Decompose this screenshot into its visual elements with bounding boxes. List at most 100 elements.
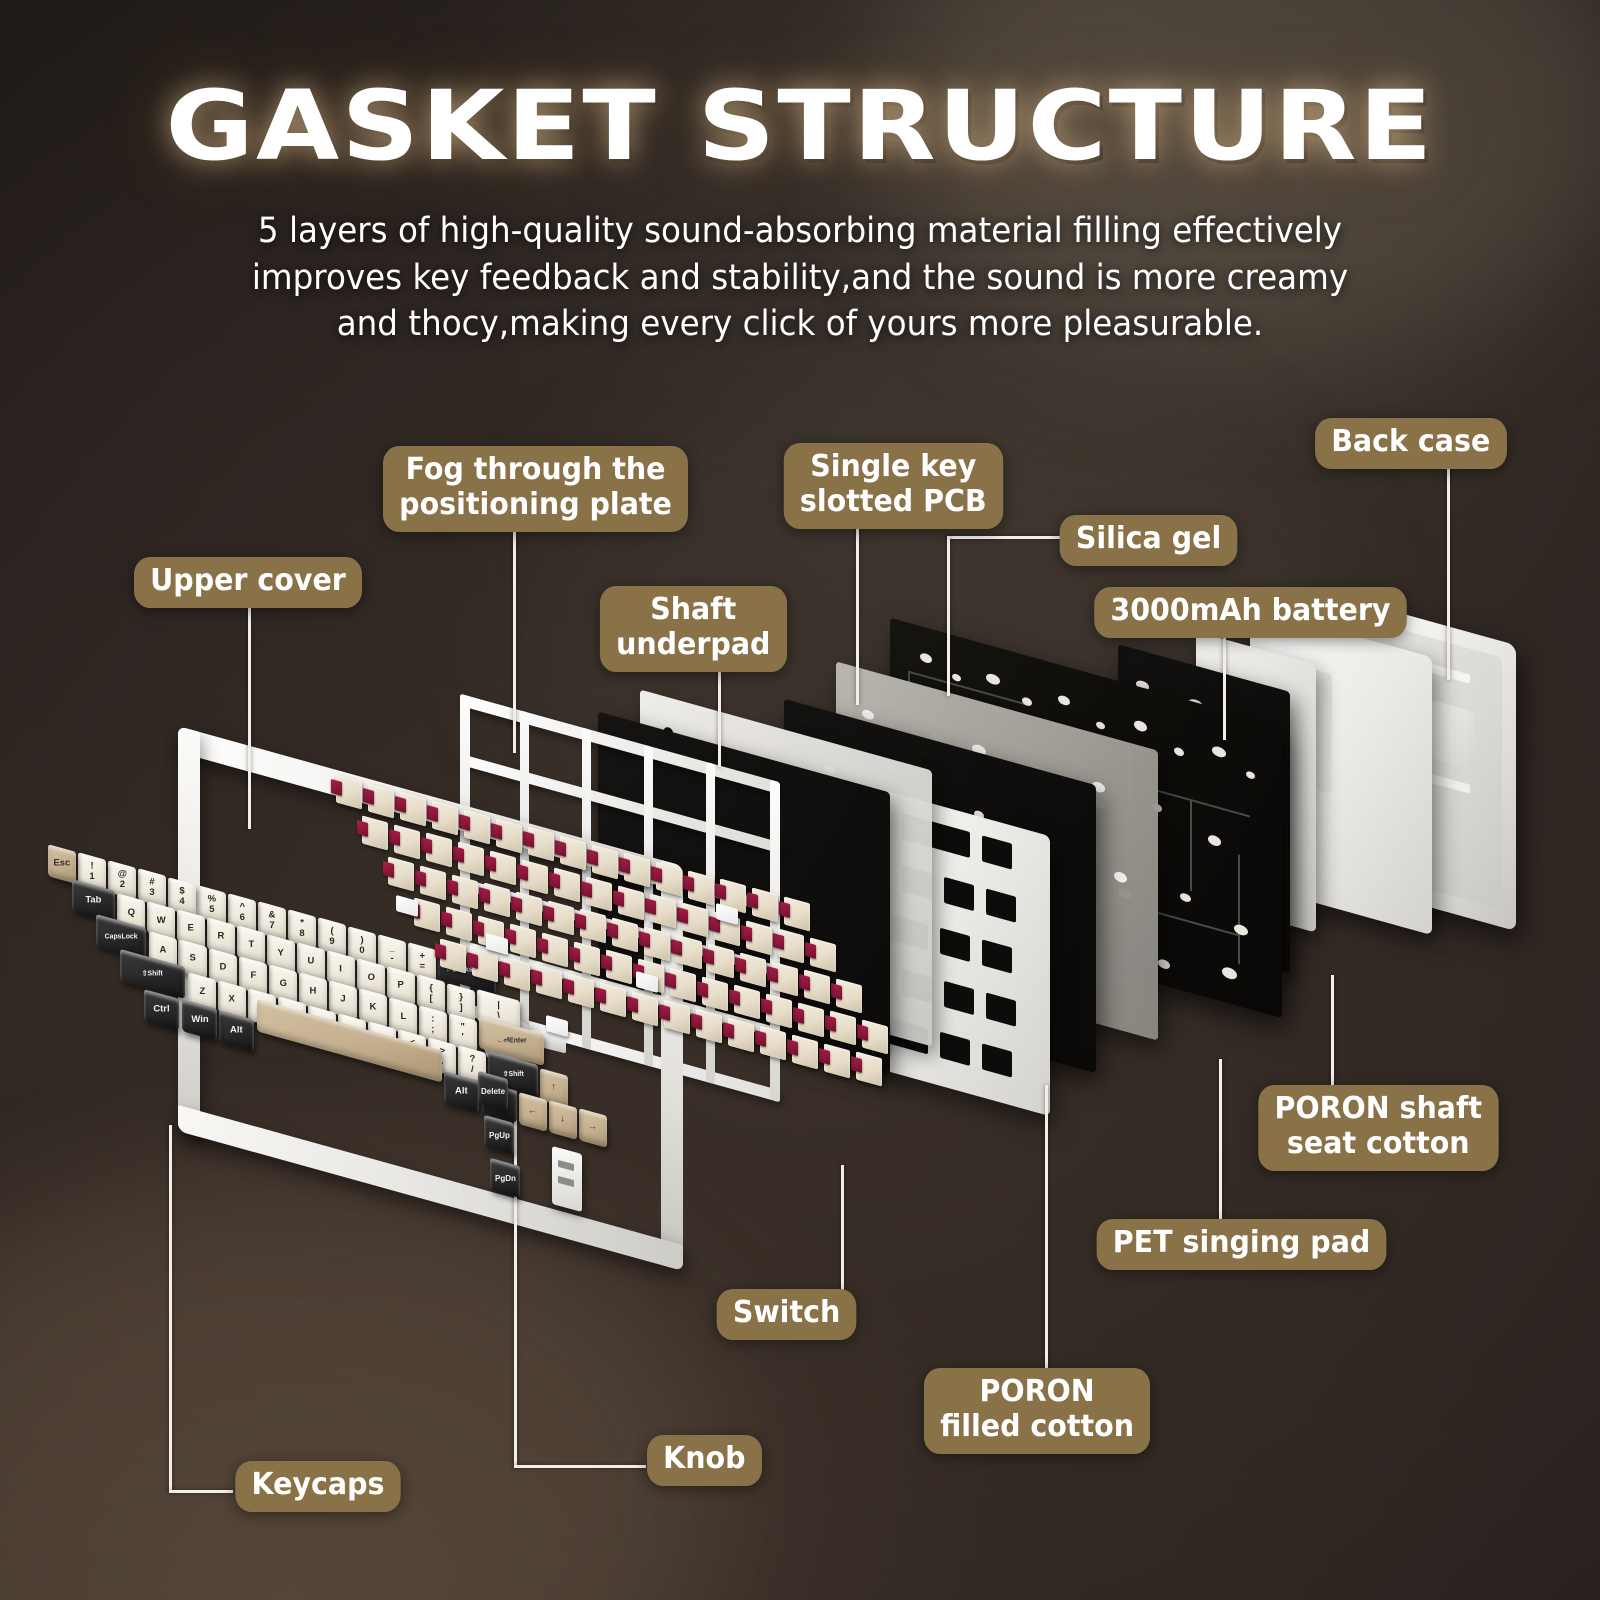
label-upper-cover[interactable]: Upper cover (134, 557, 362, 608)
label-knob[interactable]: Knob (647, 1435, 762, 1486)
page-title: GASKET STRUCTURE (165, 70, 1435, 182)
keycap-legend: L (399, 1010, 406, 1022)
switch-unit[interactable] (729, 984, 760, 1020)
keycap-legend: ( 9 (329, 926, 335, 947)
label-poron-filled[interactable]: PORON filled cotton (923, 1368, 1151, 1454)
label-pet-singing-pad[interactable]: PET singing pad (1096, 1219, 1387, 1270)
switch-stem (453, 846, 464, 864)
switch-unit[interactable] (793, 1002, 824, 1038)
label-back-case[interactable]: Back case (1315, 418, 1507, 469)
switch-stem (383, 861, 394, 879)
switch-unit[interactable] (831, 978, 862, 1014)
switch-stem (729, 989, 740, 1007)
switch-stem (715, 883, 726, 901)
switch-stem (415, 869, 426, 887)
keycap-legend: ↑ (551, 1081, 557, 1093)
leader-silica-gel-vertical (947, 536, 950, 696)
switch-unit[interactable] (755, 1025, 786, 1061)
subtitle-line-2: improves key feedback and stability,and … (251, 257, 1349, 298)
switch-unit[interactable] (825, 1010, 856, 1046)
keycap-legend: Y (277, 947, 285, 958)
switch-stem (761, 997, 772, 1016)
switch-unit[interactable] (723, 1017, 754, 1053)
switch-stem (523, 831, 534, 849)
switch-stem (447, 878, 458, 896)
keycap-legend: Alt (230, 1024, 243, 1035)
keycap-legend: _ - (389, 942, 395, 964)
switch-unit[interactable] (741, 919, 772, 956)
subtitle-line-1: 5 layers of high-quality sound-absorbing… (257, 211, 1343, 251)
switch-unit[interactable] (735, 952, 766, 988)
keycap-legend: PgUp (488, 1130, 510, 1140)
keycap-←[interactable]: ← (519, 1092, 547, 1132)
keycap-legend: O (367, 972, 375, 983)
label-silica-gel[interactable]: Silica gel (1059, 515, 1238, 566)
keycap-legend: P (397, 980, 405, 991)
keycap-legend: ← (528, 1106, 538, 1117)
keycap-legend: Alt (455, 1085, 468, 1097)
keycap-legend: | \ (497, 999, 500, 1021)
switch-stem (805, 941, 816, 959)
label-single-key-pcb[interactable]: Single key slotted PCB (783, 443, 1003, 529)
keycap-legend: & 7 (268, 910, 276, 931)
switch-unit[interactable] (747, 887, 778, 923)
label-shaft-underpad[interactable]: Shaft underpad (599, 586, 787, 672)
label-switch[interactable]: Switch (716, 1289, 857, 1340)
switch-stem (595, 986, 606, 1004)
keycap-legend: Win (190, 1014, 208, 1025)
keycap-pgdn[interactable]: PgDn (490, 1158, 520, 1199)
switch-unit[interactable] (851, 1051, 882, 1088)
switch-unit[interactable] (773, 928, 804, 964)
keycap-esc[interactable]: Esc (48, 844, 76, 884)
switch-unit[interactable] (799, 969, 830, 1005)
switch-stem (683, 874, 694, 892)
switch-stem (517, 863, 528, 881)
switch-unit[interactable] (697, 975, 728, 1012)
usb-daughterboard (552, 1145, 598, 1220)
switch-unit[interactable] (857, 1019, 888, 1055)
switch-stem (499, 960, 510, 978)
switch-stem (569, 945, 580, 963)
switch-stem (459, 813, 470, 831)
switch-stem (555, 839, 566, 857)
switch-stem (613, 889, 624, 907)
keycap-→[interactable]: → (579, 1108, 607, 1149)
switch-unit[interactable] (691, 1008, 722, 1044)
switch-stem (363, 787, 374, 805)
switch-unit[interactable] (703, 943, 734, 979)
switch-stem (831, 983, 842, 1001)
leader-fog-plate (513, 521, 516, 753)
switch-stem (607, 922, 618, 940)
label-battery[interactable]: 3000mAh battery (1094, 587, 1407, 638)
keycap-legend: Delete (480, 1086, 505, 1096)
keycap-legend: * 8 (299, 918, 305, 939)
switch-unit[interactable] (779, 896, 810, 932)
keycap-legend: " ' (460, 1022, 465, 1043)
keycap-legend: ^ 6 (239, 902, 245, 923)
label-poron-shaft-seat[interactable]: PORON shaft seat cotton (1258, 1085, 1499, 1171)
keycap-legend: Esc (53, 858, 71, 869)
switch-unit[interactable] (805, 937, 836, 973)
switch-unit[interactable] (819, 1043, 850, 1079)
keycap-legend: PgDn (494, 1173, 516, 1183)
switch-stem (485, 854, 496, 872)
switch-stem (665, 971, 676, 989)
switch-unit[interactable] (787, 1034, 818, 1070)
keycap-legend: + = (419, 951, 425, 972)
switch-stem (427, 805, 438, 823)
switch-stem (627, 995, 638, 1013)
switch-stem (755, 1030, 766, 1048)
keycap-legend: R (217, 931, 225, 942)
keycap-legend: Tab (85, 894, 102, 905)
keycap-legend: G (278, 978, 287, 989)
label-fog-plate[interactable]: Fog through the positioning plate (383, 446, 689, 532)
keycap-legend: W (156, 914, 166, 926)
leader-pet-singing-pad (1219, 1059, 1222, 1243)
switch-unit[interactable] (761, 993, 792, 1029)
switch-unit[interactable] (767, 960, 798, 997)
switch-stem (747, 892, 758, 910)
label-keycaps[interactable]: Keycaps (235, 1461, 401, 1512)
keycap-↓[interactable]: ↓ (549, 1100, 577, 1140)
